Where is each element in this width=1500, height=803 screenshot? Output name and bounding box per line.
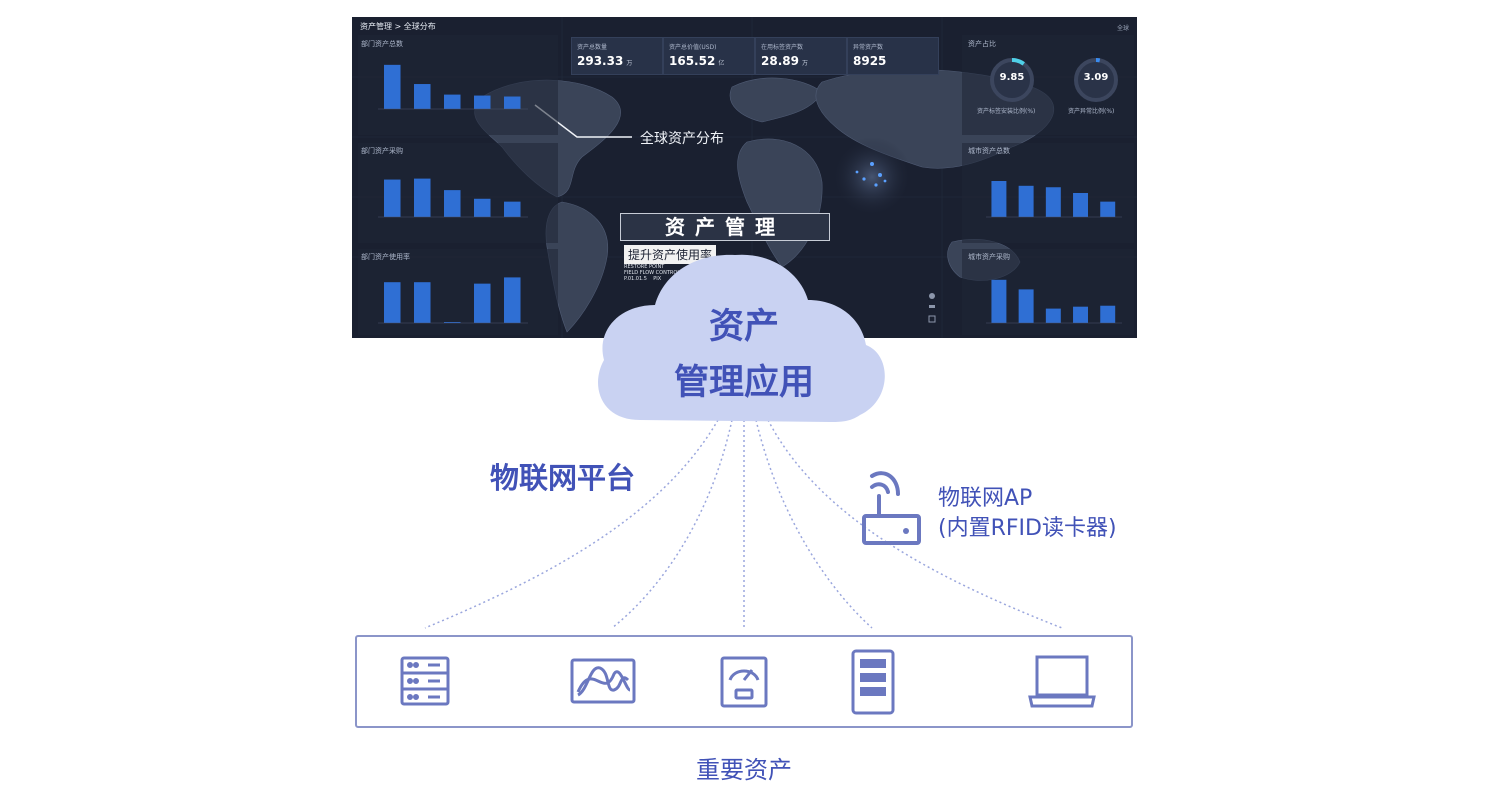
map-callout: 全球资产分布 [640,131,724,147]
panel-title-ratio: 资产占比 [968,40,996,48]
dept-bar [474,95,491,109]
panel-title-dept-total: 部门资产总数 [361,40,403,48]
server-rack-icon [400,656,450,706]
dept-bar [444,322,461,323]
panel-title-dept-usage: 部门资产使用率 [361,253,410,261]
platform-label: 物联网平台 [490,461,636,495]
dept-bar [504,201,521,217]
dept-bar [474,198,491,217]
laptop-icon [1028,655,1096,708]
breadcrumb[interactable]: 资产管理 > 全球分布 [360,22,436,31]
right-bar-charts [986,181,1122,324]
kpi-label: 异常资产数 [853,44,884,51]
ap-label-line1: 物联网AP [938,486,1033,511]
kpi-label: 资产总数量 [577,44,608,51]
ap-label: 物联网AP (内置RFID读卡器) [938,484,1117,544]
dept-bar [414,282,431,323]
storage-unit-icon [851,649,895,715]
dept-bar [504,96,521,109]
dept-bar [384,179,401,217]
gauge-value: 3.09 [1083,72,1109,83]
wireless-router-icon [862,471,921,545]
city-bar [1045,308,1061,323]
gauge-label: 资产异常比例(%) [1068,108,1115,115]
city-bar [991,279,1007,323]
city-bar [1045,187,1061,217]
assets-container [355,635,1133,728]
dashboard-screenshot: 资产管理 > 全球分布 全球 部门资产总数 部门资产采购 部门资产使用率 资产占… [352,17,1137,338]
panel-title-city-total: 城市资产总数 [968,147,1010,155]
dept-bar [474,283,491,323]
gauge-value: 9.85 [999,72,1025,83]
cloud-title-line2: 管理应用 [673,363,814,403]
corner-label[interactable]: 全球 [1116,25,1129,32]
restore-text: RESTORE POINT FIELD FLOW CONTROL P.01.01… [624,264,681,282]
dept-bar [504,277,521,323]
panel-title-dept-purchase: 部门资产采购 [361,147,403,155]
cloud-title-line1: 资产 [708,307,779,347]
city-bar [991,181,1007,217]
city-bar [1100,305,1116,323]
gauge-tag-ratio [990,58,1034,102]
dept-bar [444,190,461,217]
dept-bar [384,64,401,109]
dashboard-title: 资产管理 [620,213,830,241]
dept-bar [444,94,461,109]
ap-label-line2: (内置RFID读卡器) [938,516,1117,541]
city-bar [1073,193,1088,217]
gauge-label: 资产标签安装比例(%) [977,108,1036,115]
city-bar [1100,201,1116,217]
kpi-label: 资产总价值(USD) [669,44,717,51]
gauge-abnormal-ratio [1074,58,1118,102]
kpi-value: 8925 [853,54,887,68]
meter-icon [720,656,768,708]
cloud-icon [598,254,885,422]
dept-bar [414,84,431,109]
city-bar [1018,185,1034,217]
panel-title-city-purchase: 城市资产采购 [968,253,1010,261]
kpi-label: 在用标签资产数 [761,44,804,51]
assets-label: 重要资产 [696,756,792,784]
left-bar-charts [378,64,528,324]
dept-bar [384,282,401,323]
dashboard-subtitle: 提升资产使用率 [624,245,717,264]
connection-lines [424,419,1063,629]
waveform-monitor-icon [570,658,636,704]
kpi-card-abnormal: 异常资产数 8925 [847,37,939,75]
dept-bar [414,178,431,217]
city-bar [1018,289,1034,323]
city-bar [1073,306,1088,323]
